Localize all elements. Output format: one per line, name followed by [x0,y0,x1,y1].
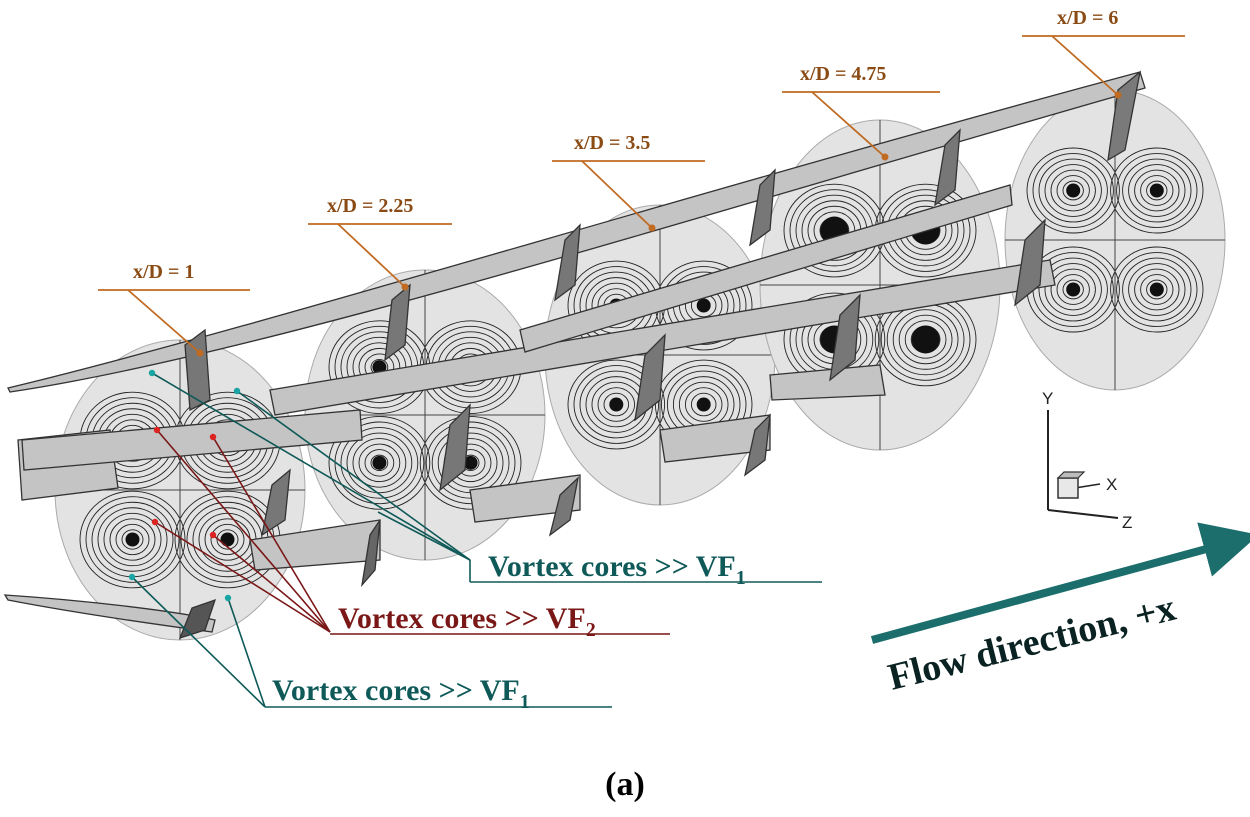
station-leader [337,223,406,288]
z-axis-label: Z [1122,513,1132,532]
callout-vf1-lower: Vortex cores >> VF1 [272,674,530,713]
vf2-leader [151,518,331,633]
station-label-group: x/D = 1 [98,261,250,357]
flow-arrow [870,522,1250,644]
vane-fin-4 [749,168,776,247]
vane-left-long [21,409,363,471]
vane-blades [3,70,1146,640]
vf2-leader [209,531,331,633]
figure-caption: (a) [605,766,645,803]
station-dot [648,224,656,232]
vortex-core-callouts: Vortex cores >> VF1 Vortex cores >> VF2 … [128,369,822,713]
y-axis-label: Y [1042,389,1053,408]
vf2-leader [153,426,331,633]
vortex-cell [1026,147,1120,234]
vane-fin-8 [1014,218,1046,307]
station-leader [581,160,653,229]
vane-mid-long-2 [519,184,1013,353]
station-leader [1051,35,1119,96]
z-axis-line [1047,509,1119,519]
callout-vf2: Vortex cores >> VF2 [338,602,596,641]
vortex-cell [654,260,753,351]
station-dot [401,283,409,291]
x-axis-label: X [1106,475,1117,494]
vf1-lower-leaders [128,573,612,708]
vortex-cell [1110,246,1204,333]
vane-lower-1 [249,519,381,571]
vane-top-tip [1107,70,1141,162]
x-axis-cube-top [1056,471,1086,479]
station-label-group: x/D = 3.5 [552,132,705,232]
vane-fin-11 [548,476,580,537]
vane-fin-7 [829,293,861,382]
vane-fin-2 [384,283,411,362]
station-label-group: x/D = 6 [1022,7,1185,99]
station-dot [1114,91,1122,99]
vortex-cell [419,416,522,510]
vane-fin-3 [554,223,581,302]
cross-section-disc [1004,89,1226,391]
station-label-group: x/D = 2.25 [308,195,452,291]
vf1-upper-leaders [148,369,822,583]
vf2-leader [209,433,331,633]
vane-fin-14 [178,598,217,640]
flow-direction-label: Flow direction, +x [884,587,1180,699]
vf1-lower-leader [224,594,266,708]
station-leader [811,91,886,158]
vf1-leader [233,387,471,561]
station-label-group: x/D = 4.75 [782,63,940,161]
vane-fin-13 [360,519,381,588]
vane-bottom-long [3,594,216,633]
vortex-cell [1110,147,1204,234]
station-label: x/D = 4.75 [800,63,886,85]
vortex-cell [79,490,186,589]
station-dot [196,349,204,357]
vane-fin-1 [184,328,211,412]
vane-fin-5 [934,128,961,207]
station-label: x/D = 6 [1057,7,1118,29]
station-dot [881,153,889,161]
vane-lower-2 [469,474,581,523]
vane-fin-12 [743,413,771,477]
x-axis-line [1074,483,1101,489]
vane-fin-6 [634,333,666,422]
station-label: x/D = 2.25 [327,195,413,217]
station-leader [127,289,201,354]
vf2-leaders [151,426,670,635]
flow-direction: Flow direction, +x [870,522,1250,699]
vf1-leader [148,369,471,561]
station-label: x/D = 1 [133,261,194,283]
coordinate-triad: Y X Z [1042,389,1132,532]
vane-lower-3 [659,414,771,463]
station-labels: x/D = 1 x/D = 2.25 x/D = 3.5 x/D = 4.75 x/D … [98,7,1185,357]
vf1-lower-leader [128,573,266,708]
vane-fin-10 [261,468,291,537]
x-axis-cube [1057,477,1079,499]
callout-vf1-upper: Vortex cores >> VF1 [488,550,746,589]
vortex-cell [654,359,753,450]
vortex-cell [567,359,666,450]
vane-fin-9 [439,403,471,492]
vf1-leader [377,511,471,561]
vortex-cell [874,292,977,387]
station-label: x/D = 3.5 [574,132,650,154]
